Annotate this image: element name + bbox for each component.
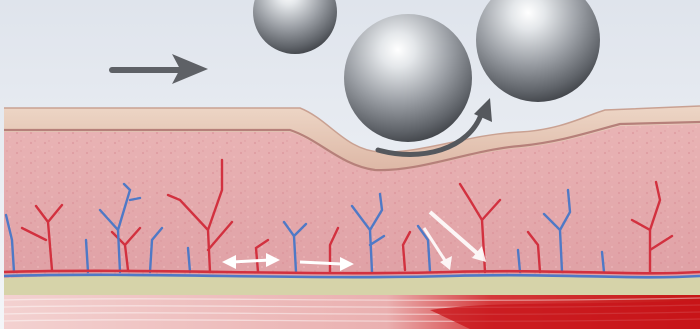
roller-ball [344,14,472,142]
